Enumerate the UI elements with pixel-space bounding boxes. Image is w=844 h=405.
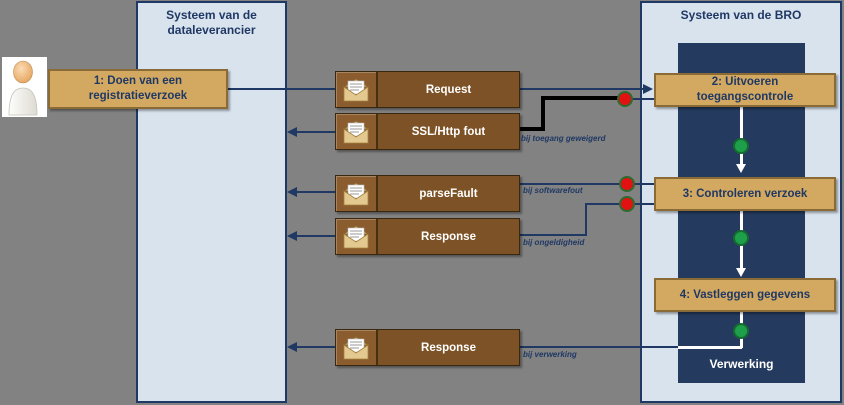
stub-step2 bbox=[632, 98, 654, 100]
green-dot-2 bbox=[733, 230, 749, 246]
step-4-label: 4: Vastleggen gegevens bbox=[679, 288, 811, 301]
parsefault-line-right bbox=[520, 183, 622, 185]
note-toegang-geweigerd: bij toegang geweigerd bbox=[521, 134, 606, 143]
flow-arrowhead-step3-icon bbox=[736, 164, 746, 173]
response-line-seg1 bbox=[585, 203, 622, 205]
ssl-arrowhead-icon bbox=[287, 127, 297, 137]
response-line-seg3 bbox=[520, 234, 587, 236]
final-response-arrowhead-icon bbox=[287, 342, 297, 352]
message-parsefault: parseFault bbox=[335, 175, 520, 212]
step-1-label: 1: Doen van een registratieverzoek bbox=[88, 75, 188, 102]
step-4-box: 4: Vastleggen gegevens bbox=[654, 278, 836, 312]
parsefault-arrowhead-icon bbox=[287, 187, 297, 197]
envelope-icon bbox=[342, 336, 370, 360]
red-dot-step2 bbox=[617, 91, 633, 107]
response-line-left bbox=[296, 235, 335, 237]
step-2-box: 2: Uitvoeren toegangscontrole bbox=[654, 73, 836, 107]
flow-arrowhead-step4-icon bbox=[736, 268, 746, 277]
message-parsefault-label: parseFault bbox=[419, 187, 478, 200]
step-3-label: 3: Controleren verzoek bbox=[682, 187, 808, 200]
lane-bro-title: Systeem van de BRO bbox=[680, 8, 802, 22]
flow-step2-step3 bbox=[740, 107, 743, 164]
request-line-right bbox=[520, 88, 643, 90]
final-response-line-right bbox=[520, 346, 678, 348]
note-softwarefout: bij softwarefout bbox=[523, 186, 583, 195]
message-ssl-fout: SSL/Http fout bbox=[335, 113, 520, 150]
message-response-final-label: Response bbox=[421, 341, 476, 354]
note-ongeldigheid: bij ongeldigheid bbox=[523, 238, 585, 247]
green-dot-3 bbox=[733, 323, 749, 339]
response-line-seg2 bbox=[585, 203, 587, 236]
person-icon bbox=[8, 60, 38, 116]
envelope-icon bbox=[342, 182, 370, 206]
lane-dataleverancier: Systeem van de dataleverancier bbox=[136, 1, 287, 403]
message-request: Request bbox=[335, 71, 520, 108]
parsefault-line-left bbox=[296, 191, 335, 193]
envelope-icon bbox=[342, 120, 370, 144]
verwerking-label: Verwerking bbox=[709, 357, 774, 371]
actor-card bbox=[2, 57, 47, 117]
note-verwerking: bij verwerking bbox=[523, 350, 577, 359]
message-response-invalid: Response bbox=[335, 218, 520, 255]
step-1-box: 1: Doen van een registratieverzoek bbox=[48, 69, 228, 109]
lane-dataleverancier-title: Systeem van de dataleverancier bbox=[166, 8, 257, 37]
envelope-icon bbox=[342, 78, 370, 102]
red-dot-step3-b bbox=[619, 196, 635, 212]
message-response-invalid-label: Response bbox=[421, 230, 476, 243]
ssl-line bbox=[296, 131, 335, 133]
envelope-icon bbox=[342, 225, 370, 249]
stub-step3-b bbox=[634, 203, 654, 205]
error-path-seg3 bbox=[520, 127, 545, 131]
red-dot-step3-a bbox=[619, 176, 635, 192]
request-arrowhead-icon bbox=[643, 84, 653, 94]
flow-out-horizontal bbox=[678, 346, 742, 349]
final-response-line-left bbox=[296, 346, 335, 348]
green-dot-1 bbox=[733, 138, 749, 154]
message-request-label: Request bbox=[425, 83, 472, 96]
message-response-final: Response bbox=[335, 329, 520, 366]
error-path-seg2 bbox=[541, 96, 545, 131]
stub-step3-a bbox=[634, 183, 654, 185]
error-path-seg1 bbox=[541, 96, 621, 100]
request-line-left bbox=[228, 88, 335, 90]
message-ssl-fout-label: SSL/Http fout bbox=[411, 125, 486, 138]
step-3-box: 3: Controleren verzoek bbox=[654, 177, 836, 211]
response-arrowhead-icon bbox=[287, 231, 297, 241]
step-2-label: 2: Uitvoeren toegangscontrole bbox=[696, 76, 794, 103]
